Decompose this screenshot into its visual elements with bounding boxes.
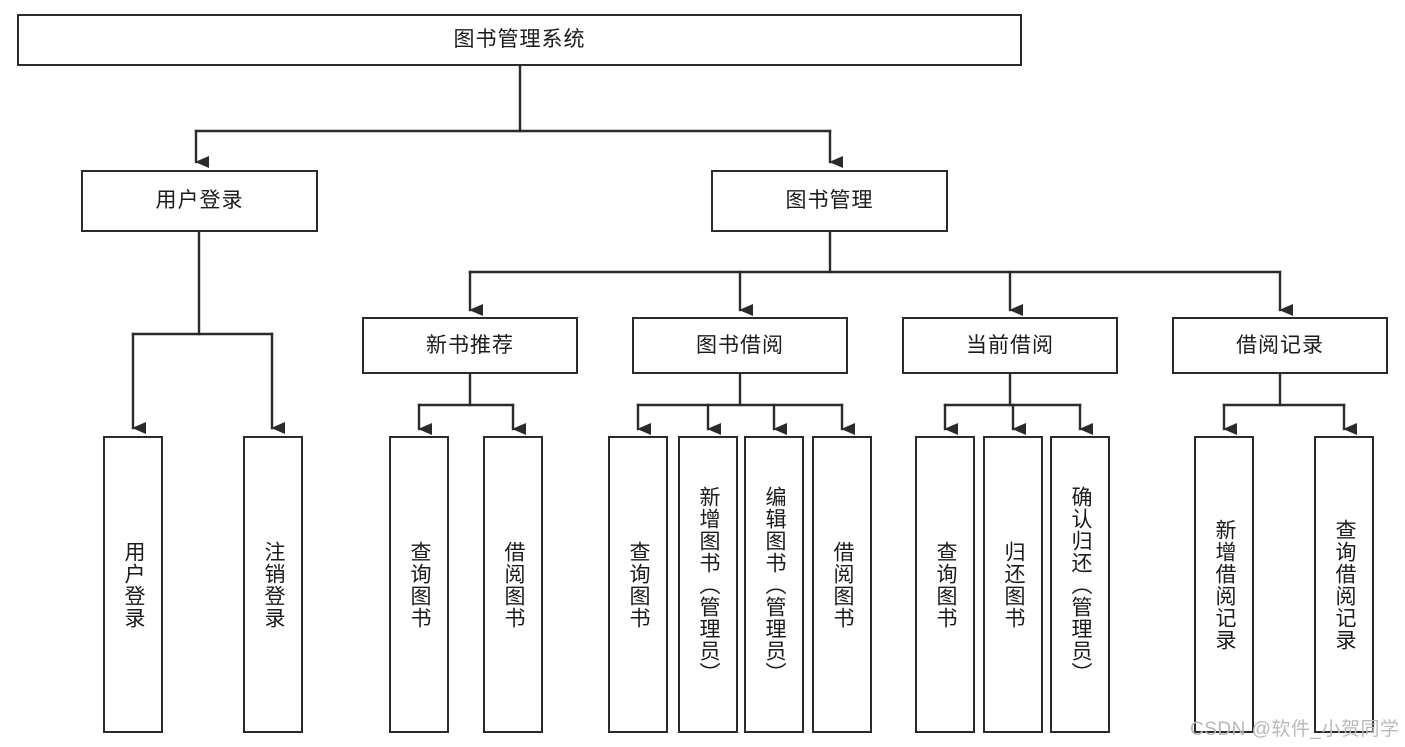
node-leaf-borrow-book-1[interactable]: 借阅图书 <box>483 436 543 733</box>
node-leaf-edit-book-label: 编辑图书（管理员） <box>763 485 787 684</box>
node-leaf-return-book-label: 归还图书 <box>1002 540 1026 629</box>
node-leaf-confirm-return-label: 确认归还（管理员） <box>1069 485 1093 684</box>
node-new-book-recommend-label: 新书推荐 <box>426 333 514 357</box>
node-leaf-borrow-book-2-label: 借阅图书 <box>831 540 855 629</box>
node-leaf-query-book-2-label: 查询图书 <box>627 540 651 629</box>
node-leaf-borrow-book-2[interactable]: 借阅图书 <box>812 436 872 733</box>
node-current-borrow[interactable]: 当前借阅 <box>902 317 1118 374</box>
node-leaf-query-book-3-label: 查询图书 <box>934 540 958 629</box>
node-leaf-add-borrow-record[interactable]: 新增借阅记录 <box>1194 436 1254 733</box>
node-leaf-query-book-2[interactable]: 查询图书 <box>608 436 668 733</box>
node-user-login-label: 用户登录 <box>155 189 244 213</box>
node-leaf-query-book-3[interactable]: 查询图书 <box>915 436 975 733</box>
node-leaf-logout-login-label: 注销登录 <box>262 540 286 629</box>
node-leaf-user-login-label: 用户登录 <box>122 540 146 629</box>
node-leaf-user-login[interactable]: 用户登录 <box>103 436 163 733</box>
node-borrow-record-label: 借阅记录 <box>1236 333 1324 357</box>
node-leaf-add-book[interactable]: 新增图书（管理员） <box>678 436 738 733</box>
node-borrow-record[interactable]: 借阅记录 <box>1172 317 1388 374</box>
csdn-watermark: CSDN @软件_小贺同学 <box>1190 719 1400 740</box>
node-leaf-add-book-label: 新增图书（管理员） <box>697 485 721 684</box>
node-book-borrow[interactable]: 图书借阅 <box>632 317 848 374</box>
node-user-login[interactable]: 用户登录 <box>81 170 318 232</box>
node-leaf-edit-book[interactable]: 编辑图书（管理员） <box>744 436 804 733</box>
node-leaf-logout-login[interactable]: 注销登录 <box>243 436 303 733</box>
node-current-borrow-label: 当前借阅 <box>966 333 1054 357</box>
node-new-book-recommend[interactable]: 新书推荐 <box>362 317 578 374</box>
node-leaf-query-borrow-record[interactable]: 查询借阅记录 <box>1314 436 1374 733</box>
node-book-management[interactable]: 图书管理 <box>711 170 948 232</box>
node-leaf-query-book-1[interactable]: 查询图书 <box>389 436 449 733</box>
node-book-borrow-label: 图书借阅 <box>696 333 784 357</box>
node-leaf-add-borrow-record-label: 新增借阅记录 <box>1213 518 1237 651</box>
node-root[interactable]: 图书管理系统 <box>17 14 1022 66</box>
node-leaf-return-book[interactable]: 归还图书 <box>983 436 1043 733</box>
node-book-management-label: 图书管理 <box>785 189 874 213</box>
node-leaf-borrow-book-1-label: 借阅图书 <box>502 540 526 629</box>
node-leaf-query-book-1-label: 查询图书 <box>408 540 432 629</box>
node-leaf-query-borrow-record-label: 查询借阅记录 <box>1333 518 1357 651</box>
node-root-label: 图书管理系统 <box>453 28 586 52</box>
node-leaf-confirm-return[interactable]: 确认归还（管理员） <box>1050 436 1110 733</box>
